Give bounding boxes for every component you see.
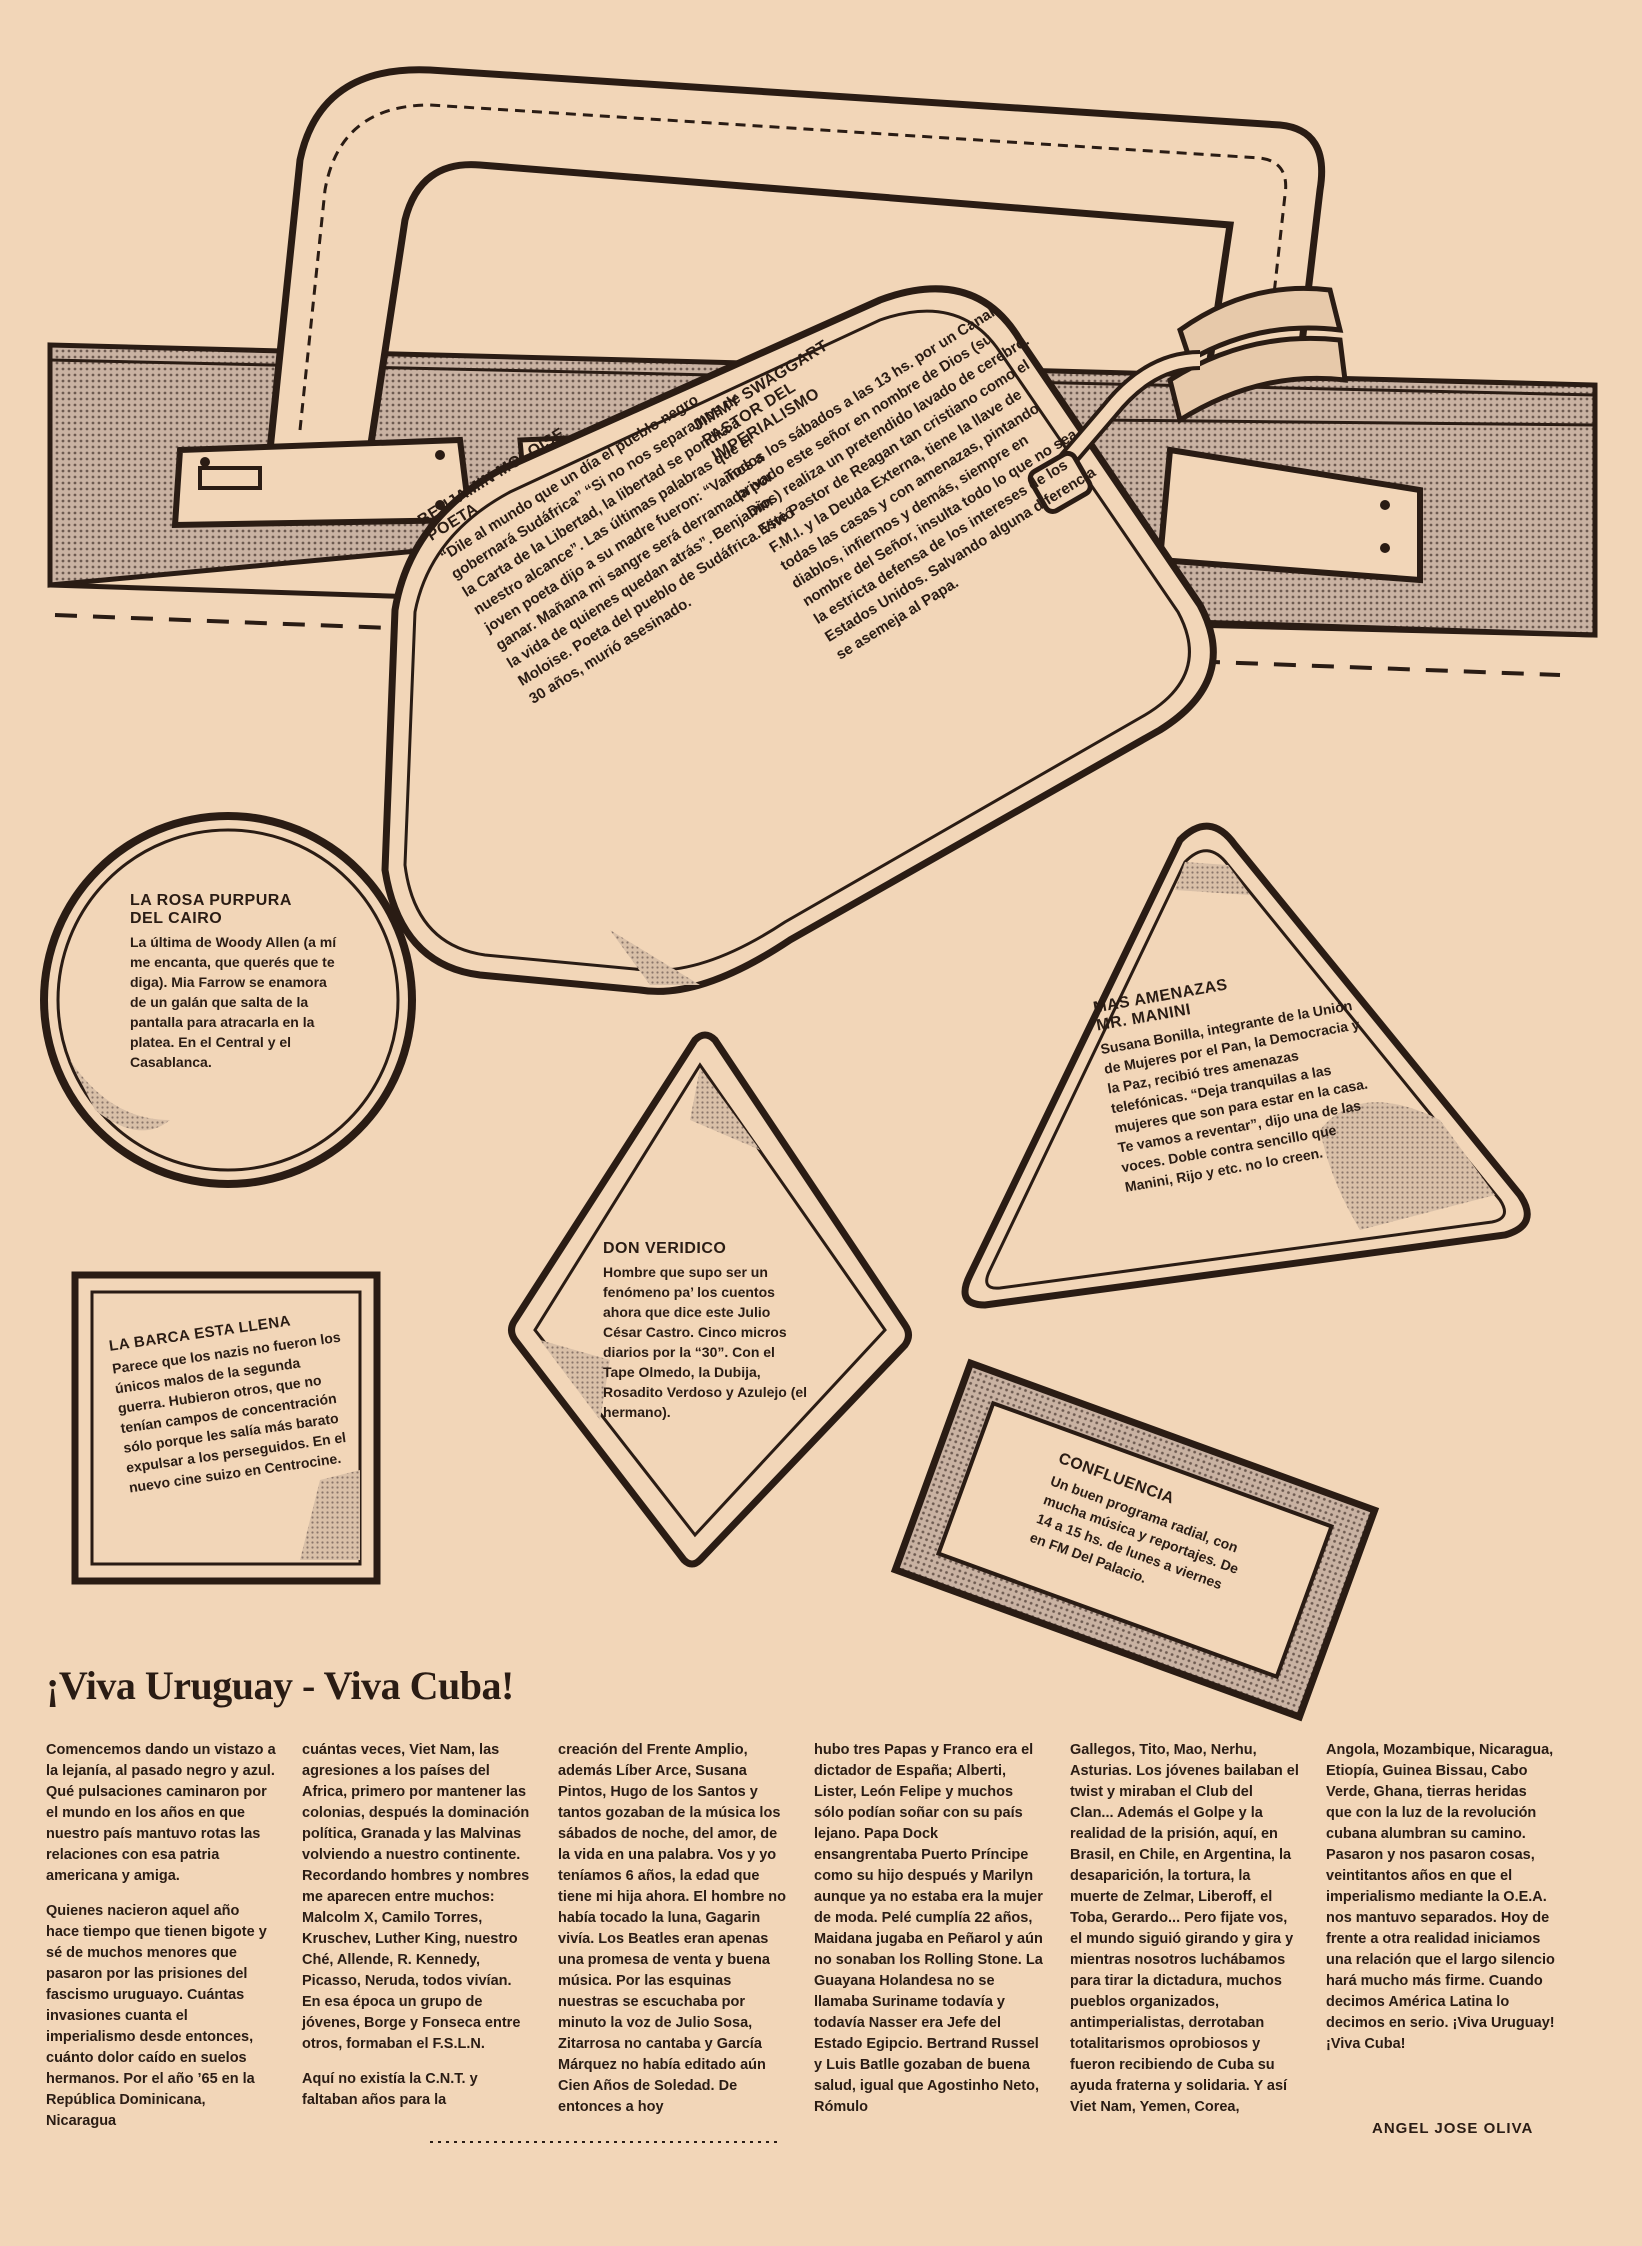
- rosa-purpura-block: LA ROSA PURPURA DEL CAIRO La última de W…: [130, 892, 345, 1072]
- article-column-4: hubo tres Papas y Franco era el dictador…: [814, 1740, 1044, 2145]
- round-tag: [40, 812, 416, 1188]
- article-paragraph: hubo tres Papas y Franco era el dictador…: [814, 1742, 1043, 2115]
- triangle-tag: [961, 822, 1531, 1309]
- don-veridico-block: DON VERIDICO Hombre que supo ser un fenó…: [603, 1240, 808, 1422]
- big-luggage-tag: [381, 285, 1217, 995]
- article-column-1: Comencemos dando un vistazo a la lejanía…: [46, 1740, 276, 2145]
- article-column-2: cuántas veces, Viet Nam, las agresiones …: [302, 1740, 532, 2145]
- article-paragraph: Quienes nacieron aquel año hace tiempo q…: [46, 1903, 267, 2129]
- article-paragraph: cuántas veces, Viet Nam, las agresiones …: [302, 1742, 530, 2052]
- article-body: Comencemos dando un vistazo a la lejanía…: [46, 1740, 1556, 2145]
- article-paragraph: creación del Frente Amplio, además Líber…: [558, 1742, 787, 2115]
- article-paragraph: Comencemos dando un vistazo a la lejanía…: [46, 1742, 276, 1884]
- veridico-title: DON VERIDICO: [603, 1240, 727, 1257]
- rosa-text: La última de Woody Allen (a mí me encant…: [130, 934, 337, 1070]
- article-paragraph: Aquí no existía la C.N.T. y faltaban año…: [302, 2071, 478, 2108]
- article-column-3: creación del Frente Amplio, además Líber…: [558, 1740, 788, 2145]
- confluencia-tag: [890, 1358, 1380, 1722]
- rosa-title: LA ROSA PURPURA DEL CAIRO: [130, 892, 292, 927]
- article-column-5: Gallegos, Tito, Mao, Nerhu, Asturias. Lo…: [1070, 1740, 1300, 2145]
- veridico-text: Hombre que supo ser un fenómeno pa’ los …: [603, 1264, 808, 1420]
- article-byline: ANGEL JOSE OLIVA: [1372, 2120, 1534, 2137]
- suitcase-handle: [171, 66, 1423, 584]
- article-column-6: Angola, Mozambique, Nicaragua, Etiopía, …: [1326, 1740, 1556, 2145]
- square-tag: [71, 1271, 381, 1585]
- diamond-tag: [508, 1031, 912, 1568]
- article-headline: ¡Viva Uruguay - Viva Cuba!: [46, 1663, 514, 1708]
- article-paragraph: Angola, Mozambique, Nicaragua, Etiopía, …: [1326, 1742, 1555, 2052]
- article-paragraph: Gallegos, Tito, Mao, Nerhu, Asturias. Lo…: [1070, 1742, 1299, 2115]
- la-barca-block: LA BARCA ESTA LLENA Parece que los nazis…: [108, 1305, 363, 1497]
